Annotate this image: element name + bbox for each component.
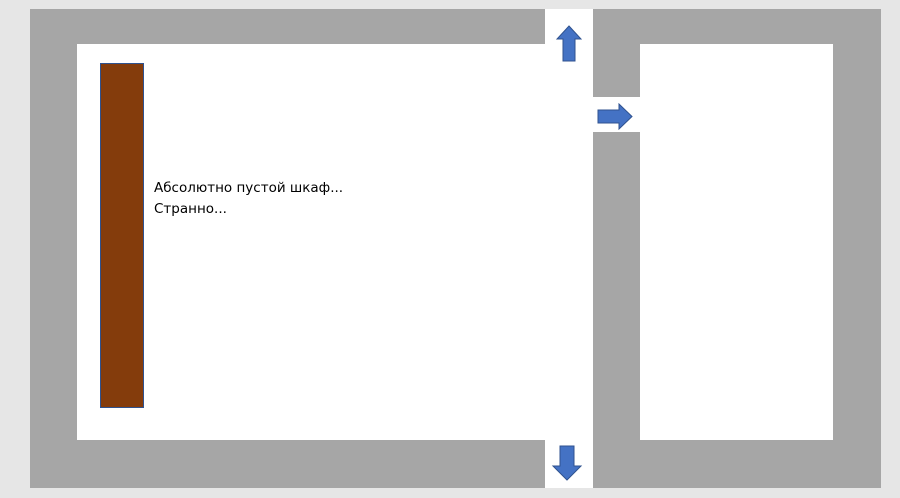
arrow-up-icon[interactable] xyxy=(556,25,582,63)
narration-text: Абсолютно пустой шкаф... Странно... xyxy=(154,178,343,220)
narration-line-1: Абсолютно пустой шкаф... xyxy=(154,180,344,196)
narration-line-2: Странно... xyxy=(154,201,227,217)
right-room xyxy=(640,44,833,440)
arrow-down-icon[interactable] xyxy=(551,445,583,482)
arrow-right-icon[interactable] xyxy=(597,103,634,130)
corridor xyxy=(545,9,593,488)
main-room xyxy=(77,44,593,440)
wardrobe[interactable] xyxy=(100,63,144,408)
